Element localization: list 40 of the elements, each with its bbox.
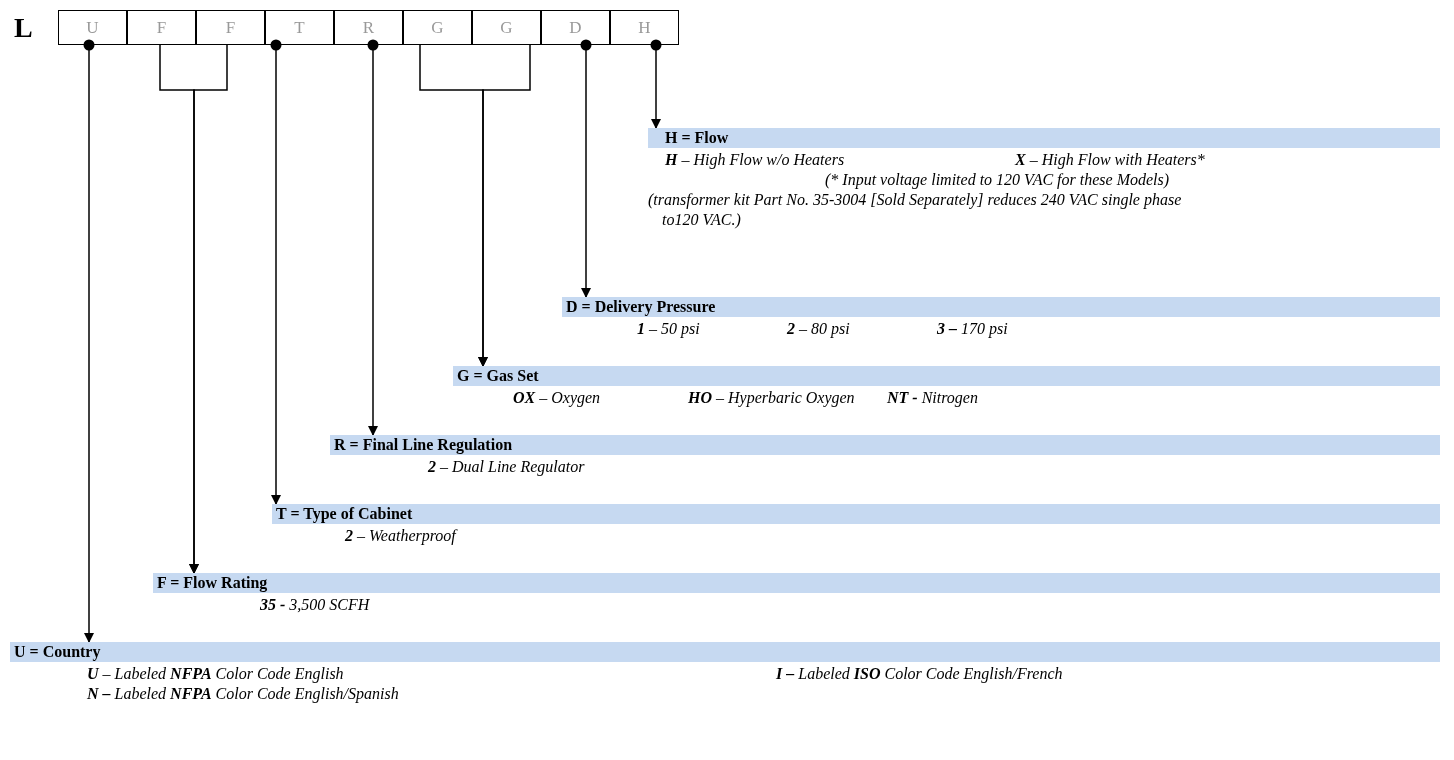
- option-text: HO – Hyperbaric Oxygen: [688, 388, 855, 408]
- model-prefix-letter: L: [14, 12, 33, 44]
- code-letter-cell: T: [265, 10, 334, 45]
- option-text: I – Labeled ISO Color Code English/French: [776, 664, 1063, 684]
- option-text: X – High Flow with Heaters*: [1015, 150, 1205, 170]
- code-letter-cell: H: [610, 10, 679, 45]
- option-text: 2 – 80 psi: [787, 319, 850, 339]
- footnote-text: (transformer kit Part No. 35-3004 [Sold Separately] reduces 240 VAC single phase to120 VAC.): [648, 190, 1183, 230]
- bracket-arrow: [189, 44, 228, 574]
- code-letter-cell: G: [403, 10, 472, 45]
- section-header-band: F = Flow Rating: [153, 573, 1440, 593]
- arrow: [580, 39, 592, 298]
- option-text: U – Labeled NFPA Color Code English: [87, 664, 344, 684]
- option-text: H – High Flow w/o Heaters: [665, 150, 845, 170]
- code-letter-cell: G: [472, 10, 541, 45]
- section-header-band: U = Country: [10, 642, 1440, 662]
- section-header-band: T = Type of Cabinet: [272, 504, 1440, 524]
- bracket-arrow: [478, 44, 531, 367]
- section-header-band: G = Gas Set: [453, 366, 1440, 386]
- option-text: 2 – Dual Line Regulator: [428, 457, 585, 477]
- arrow: [367, 39, 379, 436]
- arrow: [83, 39, 95, 643]
- footnote-text: (* Input voltage limited to 120 VAC for these Models): [825, 170, 1170, 190]
- code-letter-cell: F: [196, 10, 265, 45]
- code-letter-cell: D: [541, 10, 610, 45]
- option-text: N – Labeled NFPA Color Code English/Spanish: [87, 684, 399, 704]
- option-text: NT - Nitrogen: [887, 388, 978, 408]
- section-header-band: H = Flow: [648, 128, 1440, 148]
- code-letter-cell: F: [127, 10, 196, 45]
- section-header-band: D = Delivery Pressure: [562, 297, 1440, 317]
- option-text: 1 – 50 psi: [637, 319, 700, 339]
- option-text: OX – Oxygen: [513, 388, 601, 408]
- code-letter-cell: R: [334, 10, 403, 45]
- option-text: 2 – Weatherproof: [345, 526, 456, 546]
- arrow: [270, 39, 282, 505]
- option-text: 3 – 170 psi: [937, 319, 1008, 339]
- arrow: [650, 39, 662, 129]
- section-header-band: R = Final Line Regulation: [330, 435, 1440, 455]
- code-letter-cell: U: [58, 10, 127, 45]
- option-text: 35 - 3,500 SCFH: [260, 595, 370, 615]
